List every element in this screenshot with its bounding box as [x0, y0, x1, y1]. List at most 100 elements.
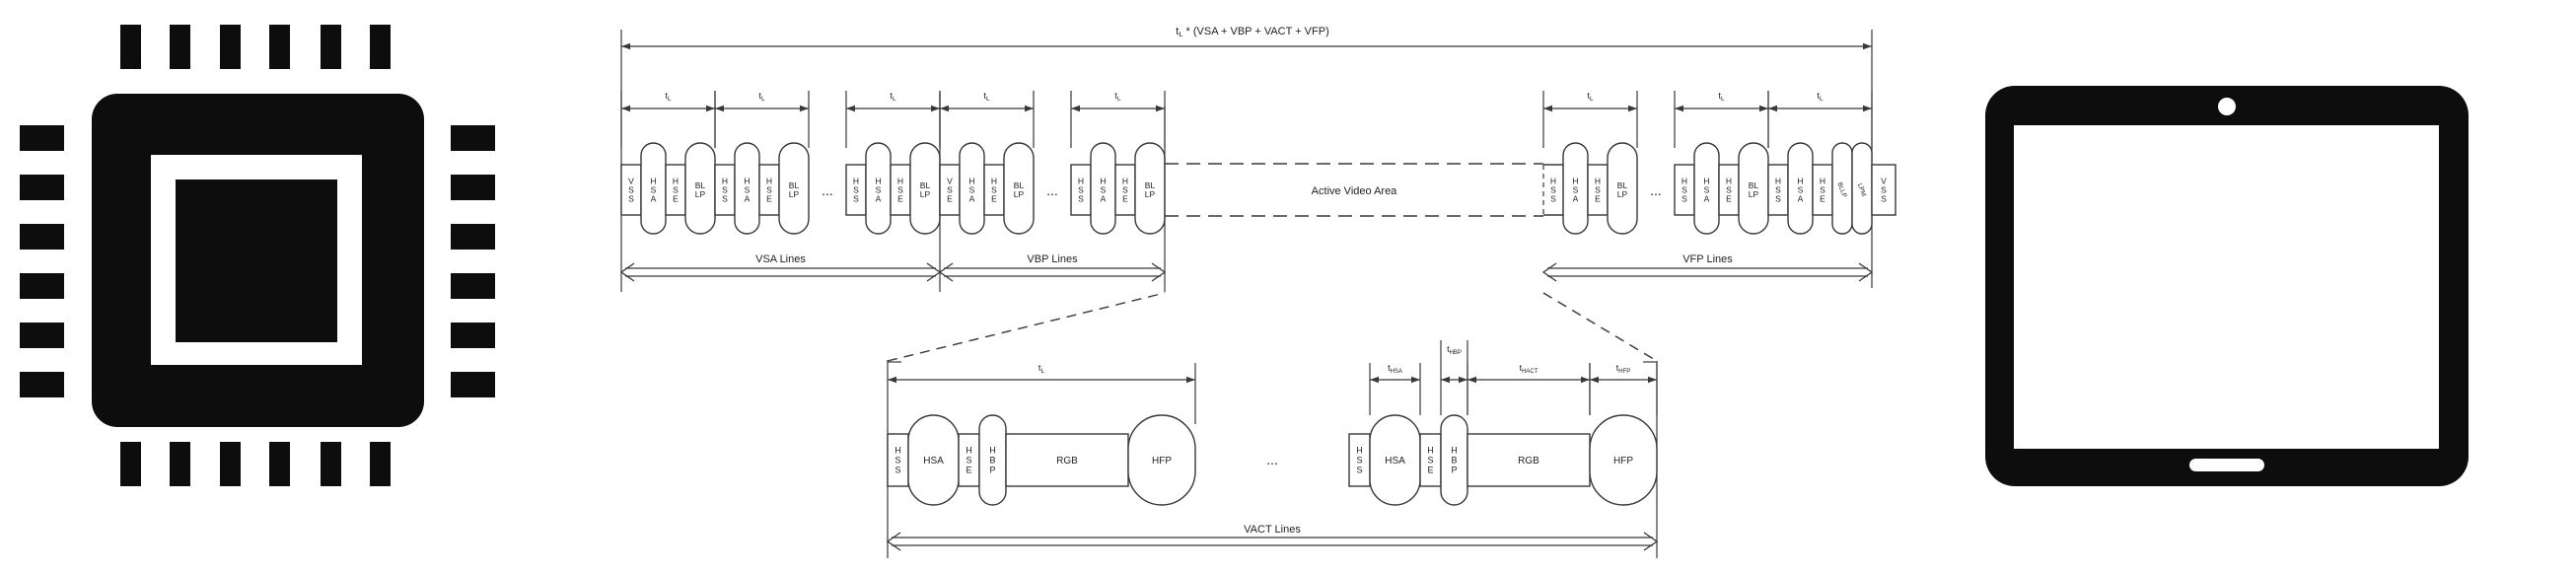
- packet-label-rgb: RGB: [1518, 456, 1539, 466]
- group-arrow-vfp-head: [1858, 262, 1874, 282]
- chip-pin-right: [451, 273, 495, 299]
- line-period-arrow-head: [1156, 105, 1165, 112]
- dim-thbp-label: tHBP: [1447, 344, 1462, 356]
- packet-label-rgb: RGB: [1056, 456, 1078, 466]
- vact-lines-arrow-head: [886, 532, 901, 551]
- line-period-arrow-head: [1543, 105, 1552, 112]
- line-period-label: tL: [665, 91, 672, 103]
- chip-pin-right: [451, 372, 495, 397]
- chip-pin-top: [321, 25, 341, 69]
- line-period-arrow-head: [800, 105, 809, 112]
- ellipsis: ...: [1650, 182, 1662, 198]
- dim-thsa-head: [1411, 376, 1420, 384]
- tablet-home-button: [2189, 459, 2264, 471]
- dim-thfp-label: tHFP: [1616, 363, 1631, 375]
- group-arrow-vsa-head: [619, 262, 635, 282]
- group-label-vfp: VFP Lines: [1682, 253, 1733, 265]
- line-period-label: tL: [1114, 91, 1121, 103]
- chip-pin-bottom: [220, 442, 241, 486]
- packet-bllp: [1607, 142, 1638, 235]
- line-period-arrow-head: [931, 105, 940, 112]
- line-period-arrow-head: [1863, 105, 1872, 112]
- frame-period-label: tL * (VSA + VBP + VACT + VFP): [1176, 26, 1329, 38]
- group-arrow-vbp-head: [938, 262, 954, 282]
- packet-label-hsa: HSA: [923, 456, 944, 466]
- line-period-arrow-head: [1025, 105, 1034, 112]
- packet-label-lpm: LPM: [1856, 182, 1867, 197]
- chip-pin-top: [170, 25, 190, 69]
- tablet-display-icon: [1985, 86, 2469, 486]
- chip-pin-bottom: [370, 442, 391, 486]
- packet-rgb: [1005, 433, 1129, 487]
- line-period-arrow-head: [621, 105, 630, 112]
- line-period-arrow-head: [846, 105, 855, 112]
- active-video-area-label: Active Video Area: [1312, 185, 1398, 197]
- detail-line-period-arrow-head: [888, 376, 896, 384]
- packet-hfp: [1589, 414, 1658, 506]
- dim-thfp-head: [1590, 376, 1599, 384]
- processor-chip-icon: [20, 25, 495, 486]
- ellipsis: ...: [822, 182, 833, 198]
- chip-pin-left: [20, 372, 64, 397]
- line-period-label: tL: [758, 91, 765, 103]
- line-period-arrow-head: [1628, 105, 1637, 112]
- line-period-label: tL: [983, 91, 990, 103]
- packet-bllp: [1003, 142, 1035, 235]
- dim-thbp-head: [1441, 376, 1450, 384]
- chip-die: [176, 179, 337, 342]
- group-label-vbp: VBP Lines: [1027, 253, 1078, 265]
- line-period-arrow-head: [1768, 105, 1777, 112]
- line-period-label: tL: [1817, 91, 1824, 103]
- packet-label-hfp: HFP: [1613, 456, 1633, 466]
- packet-bllp: [778, 142, 810, 235]
- chip-pin-left: [20, 175, 64, 200]
- chip-pin-left: [20, 323, 64, 348]
- dim-thsa-head: [1370, 376, 1379, 384]
- chip-pin-bottom: [269, 442, 290, 486]
- chip-pin-bottom: [321, 442, 341, 486]
- zoom-connector-left: [887, 292, 1166, 362]
- line-period-label: tL: [1718, 91, 1725, 103]
- chip-pin-right: [451, 175, 495, 200]
- packet-label-hfp: HFP: [1152, 456, 1172, 466]
- chip-pin-top: [269, 25, 290, 69]
- ellipsis: ...: [1046, 182, 1058, 198]
- line-period-arrow-head: [940, 105, 949, 112]
- chip-pin-left: [20, 273, 64, 299]
- dim-thact-head: [1467, 376, 1476, 384]
- line-period-label: tL: [890, 91, 896, 103]
- chip-pin-right: [451, 323, 495, 348]
- packet-hfp: [1127, 414, 1196, 506]
- chip-pin-top: [370, 25, 391, 69]
- group-arrow-vbp-head: [1151, 262, 1167, 282]
- packet-vss: [1871, 164, 1896, 216]
- line-period-arrow-head: [715, 105, 724, 112]
- vact-lines-arrow-head: [1643, 532, 1659, 551]
- dim-thbp-head: [1459, 376, 1467, 384]
- chip-pin-bottom: [170, 442, 190, 486]
- zoom-connector-right: [1542, 292, 1658, 362]
